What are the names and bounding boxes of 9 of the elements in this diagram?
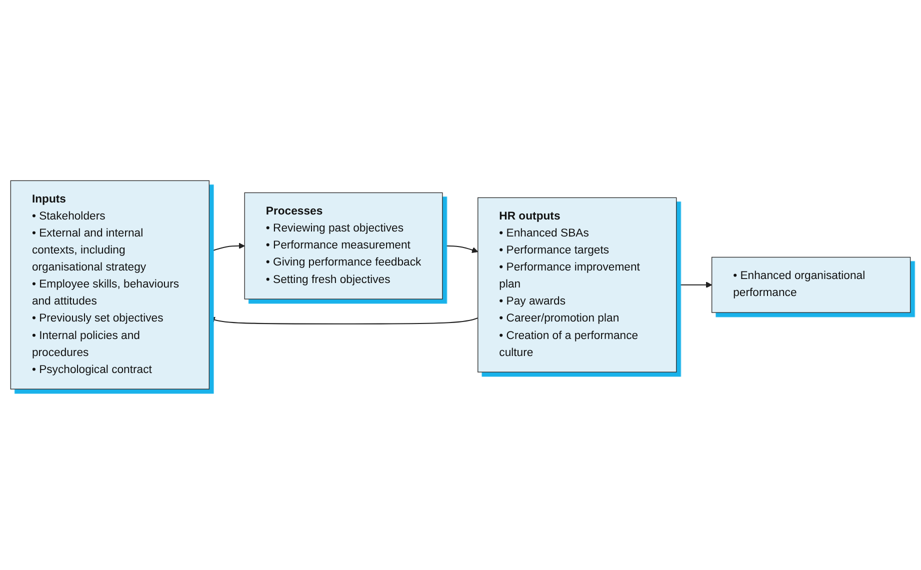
arrow	[209, 242, 245, 252]
arrow	[208, 316, 478, 325]
node-box	[711, 257, 911, 313]
node-box	[10, 180, 210, 390]
arrow	[442, 245, 478, 254]
node-box	[478, 197, 677, 373]
flowchart: Inputs • Stakeholders • External and internal contexts, including organisational strategy • Employee skills, behaviours and attitudes • Previously set objectives • Internal policies and procedures • Psychological contract Processes • Reviewing past objectives • Performance measurement • Giving performance feedback • Setting fresh objectives HR outputs • Enhanced SBAs • Performance targets • Performance improvement plan • Pay awards • Career/promotion plan • Creation of a performance culture • Enhanced organisational performance	[5, 175, 916, 395]
node-box	[244, 192, 443, 300]
arrow	[676, 282, 712, 288]
